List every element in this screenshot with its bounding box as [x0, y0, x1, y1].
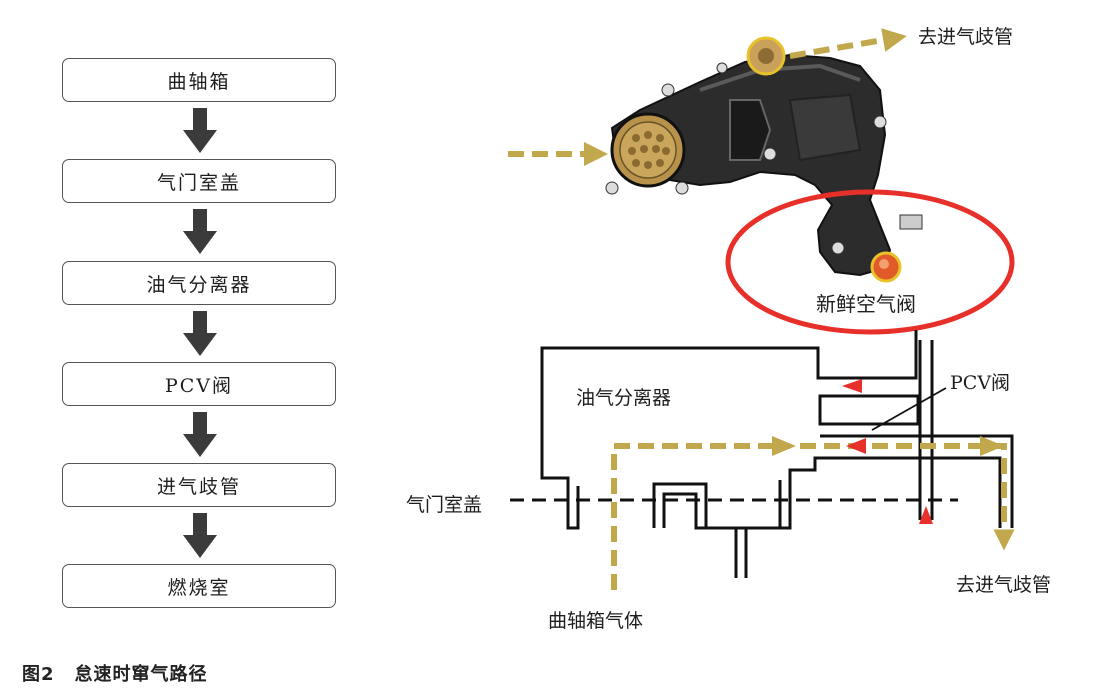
schematic-outlet-label: 去进气歧管 [956, 570, 1051, 597]
separator-label: 油气分离器 [576, 383, 671, 410]
valve-cover-label: 气门室盖 [406, 490, 482, 517]
pcv-label: PCV阀 [950, 368, 1010, 395]
figure-caption: 图2 怠速时窜气路径 [22, 660, 208, 686]
figure-title: 怠速时窜气路径 [75, 664, 208, 685]
crankcase-gas-label: 曲轴箱气体 [548, 606, 643, 633]
figure-number: 图2 [22, 664, 55, 685]
